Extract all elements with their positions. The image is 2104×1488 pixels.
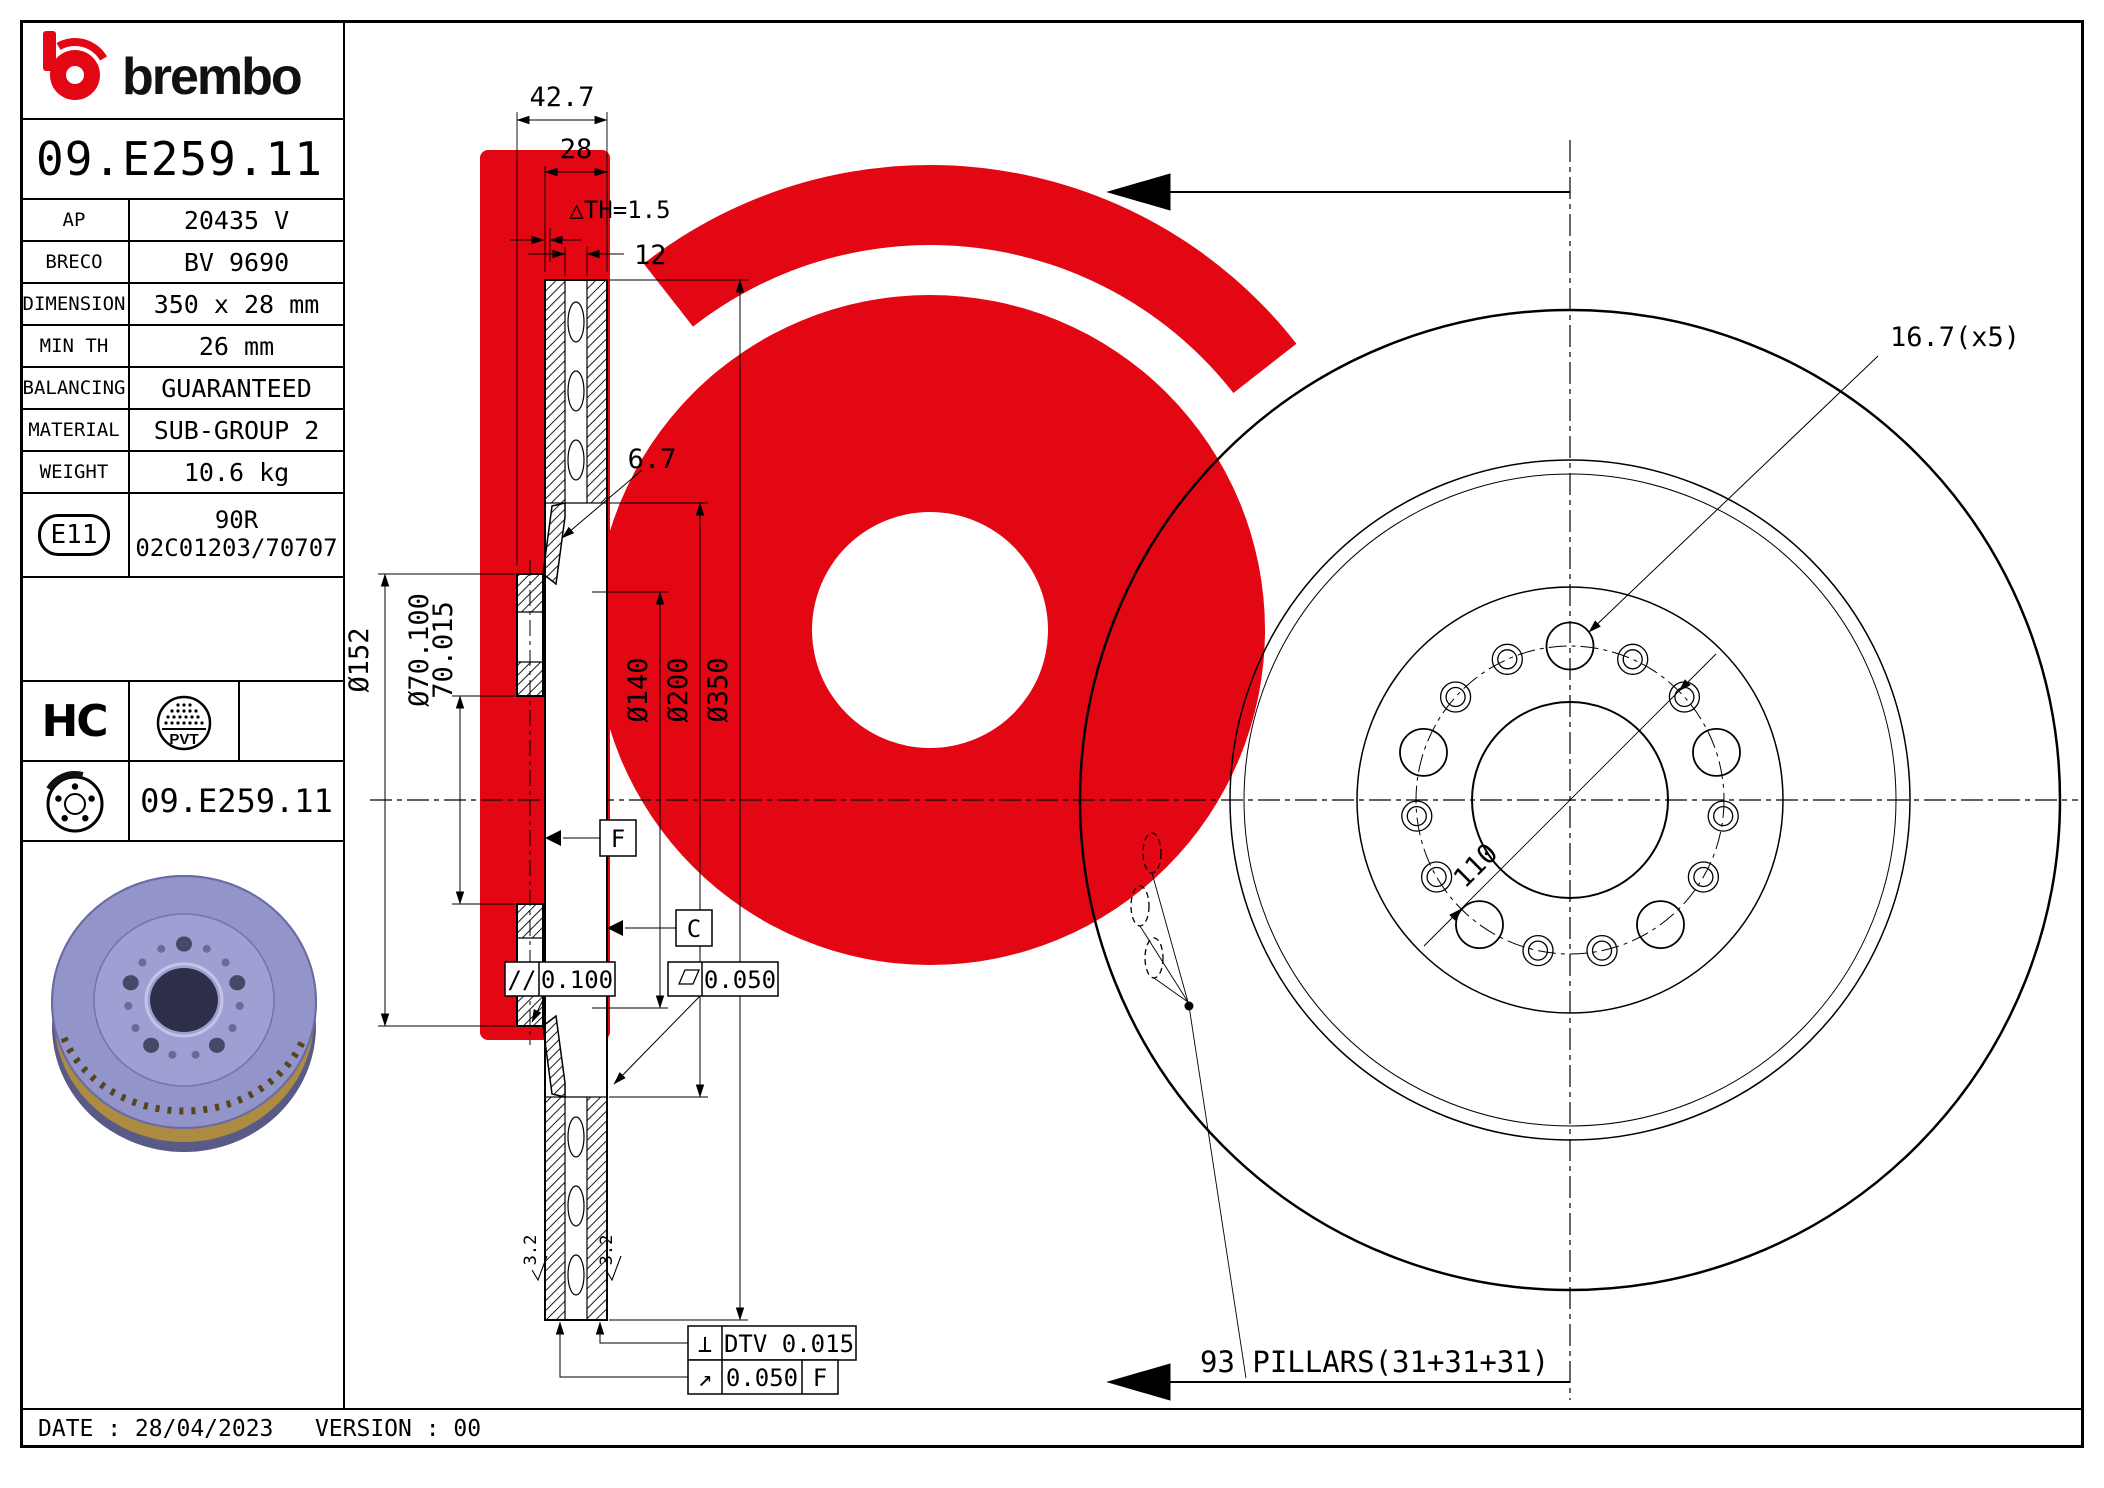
spec-row-weight: WEIGHT 10.6 kg [20, 452, 343, 494]
section-arrow-top-icon [1106, 173, 1171, 211]
dim-dia-mount: Ø200 [663, 657, 694, 722]
empty-cell [20, 578, 343, 682]
spec-label: BALANCING [20, 368, 130, 408]
approval-value: 90R 02C01203/70707 [130, 494, 343, 576]
dim-dia-bore-lo: 70.015 [428, 601, 459, 699]
footer-strip: DATE : 28/04/2023 VERSION : 00 [20, 1408, 2084, 1448]
dim-bolt-circle: 110 [1448, 838, 1504, 894]
brembo-logo: brembo [43, 31, 303, 106]
pvt-label: PVT [169, 731, 198, 748]
spec-value: 10.6 kg [183, 457, 290, 487]
spec-value: 350 x 28 mm [153, 289, 320, 319]
footer-part-row: 09.E259.11 [20, 762, 343, 842]
roughness-left: 3.2 [521, 1235, 541, 1266]
footer-part-number: 09.E259.11 [140, 782, 333, 820]
section-datums [504, 819, 857, 1395]
dtv-symbol: ⊥ [698, 1330, 712, 1358]
tol-flat-value: 0.050 [704, 966, 776, 994]
spec-label: MATERIAL [20, 410, 130, 450]
dim-wall: 6.7 [628, 444, 677, 475]
spec-row-material: MATERIAL SUB-GROUP 2 [20, 410, 343, 452]
disc-photo-render [51, 875, 317, 1152]
pillars-label: 93 PILLARS(31+31+31) [1200, 1345, 1549, 1379]
brand-wordmark: brembo [122, 48, 301, 106]
approval-line2: 02C01203/70707 [135, 534, 338, 562]
spec-value: 20435 V [183, 205, 290, 235]
spec-row-minth: MIN TH 26 mm [20, 326, 343, 368]
spec-row-balancing: BALANCING GUARANTEED [20, 368, 343, 410]
datum-c-label: C [687, 915, 701, 943]
section-arrow-bottom-icon [1106, 1363, 1171, 1401]
dim-thickness: 28 [560, 134, 593, 165]
marks-row: HC PVT [20, 682, 343, 762]
spec-value: GUARANTEED [161, 373, 312, 403]
spec-row-ap: AP 20435 V [20, 200, 343, 242]
brake-disc-icon [46, 770, 104, 833]
datum-f-label: F [611, 825, 625, 853]
brand-header: brembo [20, 20, 343, 120]
approval-line1: 90R [214, 506, 259, 535]
left-panel: brembo 09.E259.11 AP 20435 V BRECO BV 96… [20, 20, 345, 1408]
runout-symbol: ↗ [698, 1364, 712, 1392]
approval-badge-cell: E11 [20, 494, 130, 576]
brembo-symbol-icon [43, 31, 107, 100]
hc-mark: HC [20, 682, 130, 760]
dim-dia-hat: Ø152 [344, 627, 375, 692]
spec-label: BRECO [20, 242, 130, 282]
date-version-label: DATE : 28/04/2023 VERSION : 00 [38, 1416, 482, 1442]
front-view [1078, 140, 2062, 1401]
spec-label: DIMENSION [20, 284, 130, 324]
dim-wear-indicator: △TH=1.5 [569, 196, 670, 224]
pvt-icon: PVT [156, 695, 212, 751]
spec-row-dimension: DIMENSION 350 x 28 mm [20, 284, 343, 326]
marks-empty-cell [240, 682, 343, 760]
dim-total-width: 42.7 [529, 82, 594, 113]
roughness-right: 3.2 [597, 1235, 617, 1266]
dim-vent-gap: 12 [634, 240, 667, 271]
disc-icon-cell [20, 762, 130, 840]
runout-datum: F [813, 1364, 827, 1392]
dim-dia-inner: Ø140 [623, 657, 654, 722]
spec-label: WEIGHT [20, 452, 130, 492]
dim-dia-bore-hi: Ø70.100 [404, 593, 435, 707]
bolt-circle-centerline [1415, 645, 1725, 955]
spec-value: SUB-GROUP 2 [153, 415, 320, 445]
hc-label: HC [41, 695, 108, 747]
dim-bolt-hole: 16.7(x5) [1890, 322, 2020, 353]
runout-value: 0.050 [726, 1364, 798, 1392]
disc-photo [20, 842, 343, 1402]
spec-value: 26 mm [198, 331, 275, 361]
tol-parallel-value: 0.100 [541, 966, 613, 994]
part-number: 09.E259.11 [36, 132, 323, 186]
section-dimensions [378, 112, 748, 1378]
spec-value: BV 9690 [183, 247, 290, 277]
approval-row: E11 90R 02C01203/70707 [20, 494, 343, 578]
part-number-row: 09.E259.11 [20, 120, 343, 200]
spec-label: AP [20, 200, 130, 240]
flatness-symbol-icon [678, 969, 700, 985]
parallelism-symbol: // [508, 966, 537, 994]
pvt-mark: PVT [130, 682, 240, 760]
e11-badge: E11 [37, 514, 111, 556]
spec-row-breco: BRECO BV 9690 [20, 242, 343, 284]
spec-label: MIN TH [20, 326, 130, 366]
dim-dia-outer: Ø350 [703, 657, 734, 722]
dtv-value: DTV 0.015 [724, 1330, 854, 1358]
